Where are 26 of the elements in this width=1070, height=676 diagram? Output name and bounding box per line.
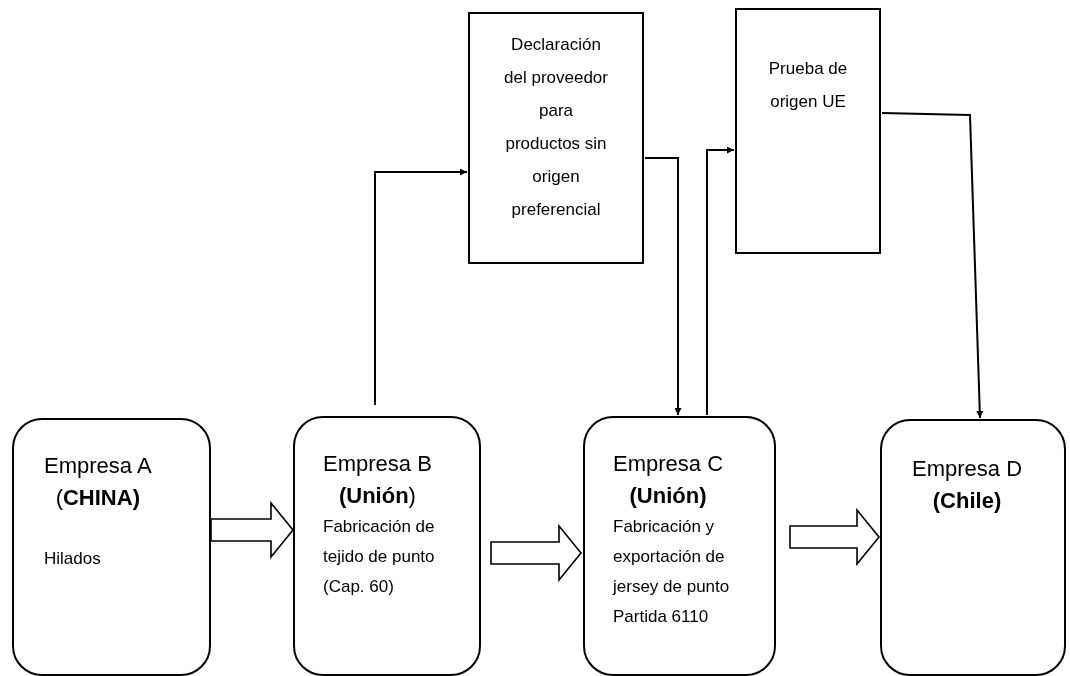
company-box [12, 418, 211, 676]
company-box [880, 419, 1066, 676]
company-box [583, 416, 776, 676]
company-name: Empresa A [44, 452, 152, 480]
activity-text: Fabricación y exportación de jersey de punto Partida 6110 [613, 516, 731, 628]
arrow [374, 168, 468, 406]
country-label: (Unión) [337, 482, 417, 510]
activity-text: Hilados [44, 548, 102, 570]
country-label: (CHINA) [54, 484, 141, 512]
arrow [706, 146, 735, 416]
document-box [735, 8, 881, 254]
document-box [468, 12, 644, 264]
arrow [881, 112, 984, 419]
company-box [293, 416, 481, 676]
activity-text: Fabricación de tejido de punto (Cap. 60) [323, 516, 436, 598]
block-arrow [490, 523, 583, 583]
document-label: Declaración del proveedor para productos sin origen preferencial [503, 34, 609, 221]
country-label: (Unión) [628, 482, 708, 510]
block-arrow [210, 500, 295, 560]
document-label: Prueba de origen UE [767, 58, 849, 113]
block-arrow [789, 507, 881, 567]
arrow [644, 157, 682, 416]
company-name: Empresa B [323, 450, 432, 478]
company-name: Empresa D [912, 455, 1023, 483]
country-label: (Chile) [931, 487, 1003, 515]
company-name: Empresa C [613, 450, 724, 478]
